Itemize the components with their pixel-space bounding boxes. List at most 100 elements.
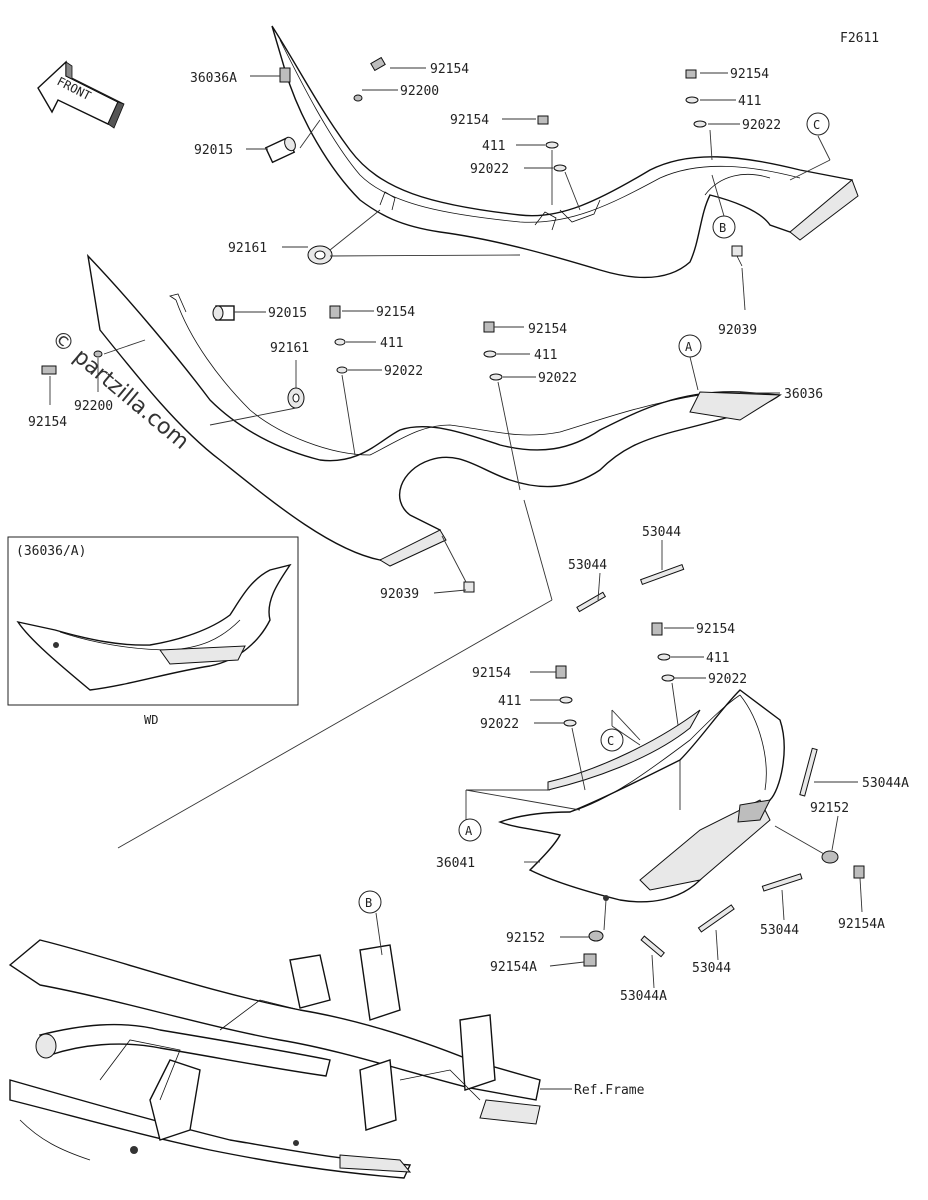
label-92161-b: 92161	[270, 341, 309, 356]
nut-92022-icon	[693, 120, 707, 128]
label-ref-frame: Ref.Frame	[574, 1083, 645, 1098]
washer-411-d-icon	[483, 350, 497, 358]
label-92022-b: 92022	[470, 162, 509, 177]
label-92015-a: 92015	[194, 143, 233, 158]
grommet-36036a-icon	[279, 67, 291, 83]
washer-411-c-icon	[334, 338, 346, 346]
label-92015-b: 92015	[268, 306, 307, 321]
label-92154-a: 92154	[430, 62, 469, 77]
label-92154-d: 92154	[376, 305, 415, 320]
nut-92022-e-icon	[661, 674, 675, 682]
inset-box: (36036/A) WD	[7, 536, 299, 727]
hardware-lower-left	[41, 305, 503, 593]
tape-53044a-b-icon	[640, 935, 665, 958]
bolt-92154a-b-icon	[583, 953, 597, 967]
label-92154-g: 92154	[696, 622, 735, 637]
label-92154-c: 92154	[450, 113, 489, 128]
inset-caption: WD	[144, 713, 158, 727]
nut-92022-c-icon	[336, 366, 348, 374]
tape-53044-a-icon	[576, 591, 607, 613]
label-411-a: 411	[738, 94, 761, 109]
label-411-d: 411	[534, 348, 557, 363]
washer-411-icon	[685, 96, 699, 104]
svg-text:B: B	[719, 221, 726, 235]
label-92039-b: 92039	[380, 587, 419, 602]
label-92022-c: 92022	[384, 364, 423, 379]
grommet-92161-icon	[307, 245, 333, 265]
label-92200-a: 92200	[400, 84, 439, 99]
bolt-92154-mid-icon	[537, 115, 549, 125]
rivet-92039-upper-icon	[731, 245, 743, 267]
label-92154-f: 92154	[528, 322, 567, 337]
side-cover-lower	[86, 253, 782, 567]
callout-b-frame: B	[358, 890, 383, 956]
bolt-92154-h-icon	[555, 665, 567, 679]
label-53044-b: 53044	[568, 558, 607, 573]
callout-c-upper: C	[806, 112, 830, 136]
washer-92200-icon	[353, 94, 363, 102]
washer-411-e-icon	[657, 653, 671, 661]
grommet-92152-a-icon	[821, 850, 839, 864]
bolt-92154-icon	[370, 56, 386, 72]
label-411-c: 411	[380, 336, 403, 351]
washer-411-f-icon	[559, 696, 573, 704]
callout-a-front: A	[458, 818, 482, 842]
bolt-92154-e-icon	[41, 365, 57, 375]
hardware-upper	[264, 56, 743, 267]
label-92152-b: 92152	[506, 931, 545, 946]
label-53044-c: 53044	[760, 923, 799, 938]
svg-text:C: C	[813, 118, 820, 132]
callout-a-upper: A	[678, 334, 702, 358]
label-92154a-b: 92154A	[490, 960, 537, 975]
callout-c-front: C	[600, 728, 624, 752]
label-411-e: 411	[706, 651, 729, 666]
label-92161-a: 92161	[228, 241, 267, 256]
svg-text:C: C	[607, 734, 614, 748]
bolt-92154-upper-right-icon	[685, 69, 697, 79]
side-cover-upper	[271, 25, 859, 279]
leader-lines-upper	[246, 67, 831, 311]
label-92200-b: 92200	[74, 399, 113, 414]
tape-53044-c-icon	[761, 873, 803, 892]
tape-53044a-a-icon	[799, 747, 818, 797]
label-92039-a: 92039	[718, 323, 757, 338]
label-92022-e: 92022	[708, 672, 747, 687]
label-411-f: 411	[498, 694, 521, 709]
label-53044-a: 53044	[642, 525, 681, 540]
svg-text:A: A	[685, 340, 693, 354]
tape-53044-b-icon	[640, 563, 685, 585]
front-cover-36041	[498, 689, 785, 903]
label-53044a-a: 53044A	[862, 776, 909, 791]
label-92154-h: 92154	[472, 666, 511, 681]
label-92022-f: 92022	[480, 717, 519, 732]
label-36036: 36036	[784, 387, 823, 402]
washer-411-mid-icon	[545, 141, 559, 149]
label-53044a-b: 53044A	[620, 989, 667, 1004]
figure-id: F2611	[840, 31, 879, 46]
label-92022-a: 92022	[742, 118, 781, 133]
leader-lines-front	[465, 540, 863, 989]
tape-53044-d-icon	[697, 904, 735, 933]
bolt-92154a-a-icon	[853, 865, 865, 879]
label-411-b: 411	[482, 139, 505, 154]
nut-92022-f-icon	[563, 719, 577, 727]
collar-92015-icon	[264, 136, 296, 164]
label-53044-d: 53044	[692, 961, 731, 976]
front-arrow-icon: FRONT	[37, 60, 125, 129]
collar-92015-b-icon	[212, 305, 235, 321]
label-92152-a: 92152	[810, 801, 849, 816]
washer-92200-b-icon	[93, 350, 103, 358]
grommet-92152-b-icon	[588, 930, 604, 942]
inset-title: (36036/A)	[16, 544, 86, 559]
label-92154-b: 92154	[730, 67, 769, 82]
grommet-92161-b-icon	[287, 387, 305, 409]
frame-reference	[8, 939, 541, 1179]
svg-text:B: B	[365, 896, 372, 910]
label-92022-d: 92022	[538, 371, 577, 386]
bolt-92154-f-icon	[483, 321, 495, 333]
bolt-92154-d-icon	[329, 305, 341, 319]
nut-92022-d-icon	[489, 373, 503, 381]
label-92154-e: 92154	[28, 415, 67, 430]
callout-b-upper: B	[712, 215, 736, 239]
